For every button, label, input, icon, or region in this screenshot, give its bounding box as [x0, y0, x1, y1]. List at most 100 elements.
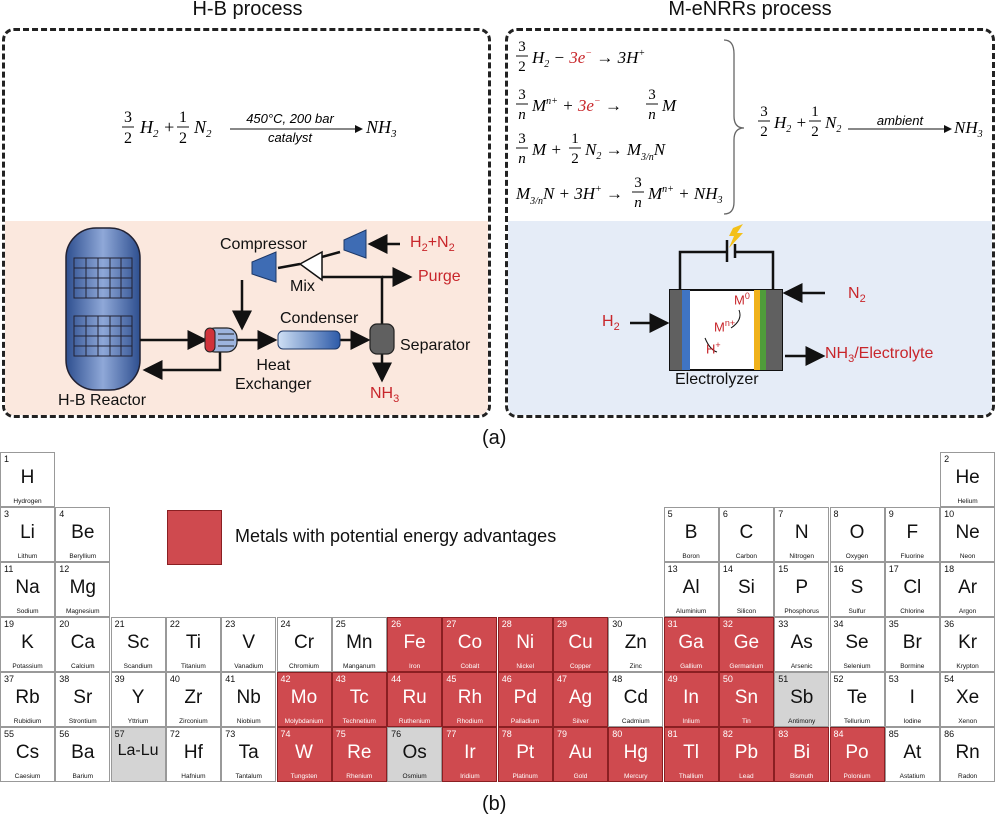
svg-text:1: 1 [571, 131, 579, 147]
svg-text:3: 3 [518, 131, 526, 147]
element-symbol: Cd [623, 687, 648, 708]
atomic-number: 16 [833, 564, 844, 574]
atomic-number: 20 [59, 619, 70, 629]
element-symbol: Rh [457, 687, 483, 708]
element-symbol: Ar [958, 577, 978, 598]
svg-text:H2 +: H2 + [139, 117, 175, 140]
atomic-number: 15 [778, 564, 789, 574]
element-name: Calcium [71, 663, 95, 670]
atomic-number: 82 [722, 729, 733, 739]
atomic-number: 84 [833, 729, 844, 739]
atomic-number: 17 [888, 564, 899, 574]
caption-b: (b) [482, 793, 507, 815]
element-symbol: Pb [734, 742, 759, 763]
atomic-number: 31 [667, 619, 678, 629]
element-name: Bismuth [789, 773, 814, 780]
svg-text:NH3: NH3 [365, 117, 397, 140]
element-symbol: Zn [624, 632, 647, 653]
mix-label: Mix [290, 278, 315, 295]
menrr-reactions: 32 H2 − 3e− → 3H+ 3n Mn+ + 3e− → 3n M 3n… [515, 39, 983, 215]
element-symbol: Y [131, 687, 145, 708]
element-symbol: Kr [958, 632, 978, 653]
atomic-number: 43 [335, 674, 346, 684]
element-name: Radon [958, 773, 978, 780]
element-symbol: As [790, 632, 813, 653]
element-name: Osmium [402, 773, 427, 780]
atomic-number: 14 [722, 564, 733, 574]
element-name: Boron [682, 553, 700, 560]
element-name: Fluorine [900, 553, 925, 560]
element-name: Phosphorus [784, 608, 820, 615]
element-symbol: F [906, 522, 919, 543]
element-name: Astatium [899, 773, 925, 780]
element-name: Lithum [17, 553, 38, 560]
atomic-number: 26 [391, 619, 402, 629]
element-name: Tungsten [290, 773, 318, 780]
element-symbol: Os [402, 742, 427, 763]
atomic-number: 40 [169, 674, 180, 684]
element-name: Cadmium [621, 718, 650, 725]
element-name: Germanium [729, 663, 764, 670]
element-symbol: Ir [464, 742, 476, 763]
atomic-number: 25 [335, 619, 346, 629]
electrolyzer-schematic [630, 224, 826, 371]
svg-text:n: n [518, 151, 526, 167]
element-symbol: Cs [15, 742, 40, 763]
nh3-electrolyte-label: NH3/Electrolyte [825, 345, 934, 366]
svg-text:2: 2 [760, 124, 768, 140]
element-name: Iodine [903, 718, 922, 725]
reaction-4: M3/nN + 3H+ → 3n Mn+ + NH3 [515, 175, 723, 211]
element-symbol: Ga [678, 632, 704, 653]
atomic-number: 19 [4, 619, 15, 629]
element-name: Manganum [343, 663, 376, 670]
element-symbol: Ta [238, 742, 259, 763]
element-name: Neon [959, 553, 976, 560]
atomic-number: 57 [114, 729, 125, 739]
atomic-number: 1 [4, 454, 10, 464]
atomic-number: 2 [944, 454, 950, 464]
atomic-number: 86 [944, 729, 955, 739]
atomic-number: 73 [225, 729, 236, 739]
separator [369, 323, 395, 355]
element-symbol: Pt [516, 742, 535, 763]
element-symbol: Xe [955, 687, 980, 708]
element-name: Inlium [682, 718, 700, 725]
atomic-number: 35 [888, 619, 899, 629]
svg-text:N2 → M3/nN: N2 → M3/nN [584, 140, 667, 163]
atomic-number: 9 [888, 509, 894, 519]
svg-text:H2 − 3e− → 3H+: H2 − 3e− → 3H+ [531, 48, 645, 70]
element-name: Niobium [236, 718, 261, 725]
element-symbol: C [739, 522, 754, 543]
element-name: Molybdanium [284, 718, 324, 725]
element-name: Bormine [900, 663, 925, 670]
reactor-grid-top [73, 257, 133, 357]
element-symbol: Ca [70, 632, 95, 653]
svg-text:3: 3 [634, 175, 642, 191]
element-name: Mercury [624, 773, 648, 780]
hb-process-title: H-B process [192, 0, 303, 20]
element-name: Barium [72, 773, 94, 780]
element-symbol: At [903, 742, 922, 763]
element-symbol: W [295, 742, 313, 763]
element-symbol: Cl [903, 577, 922, 598]
element-name: Platinum [512, 773, 538, 780]
element-name: Aluminium [675, 608, 707, 615]
atomic-number: 76 [391, 729, 402, 739]
element-symbol: Po [845, 742, 869, 763]
lightning-icon [729, 224, 743, 248]
